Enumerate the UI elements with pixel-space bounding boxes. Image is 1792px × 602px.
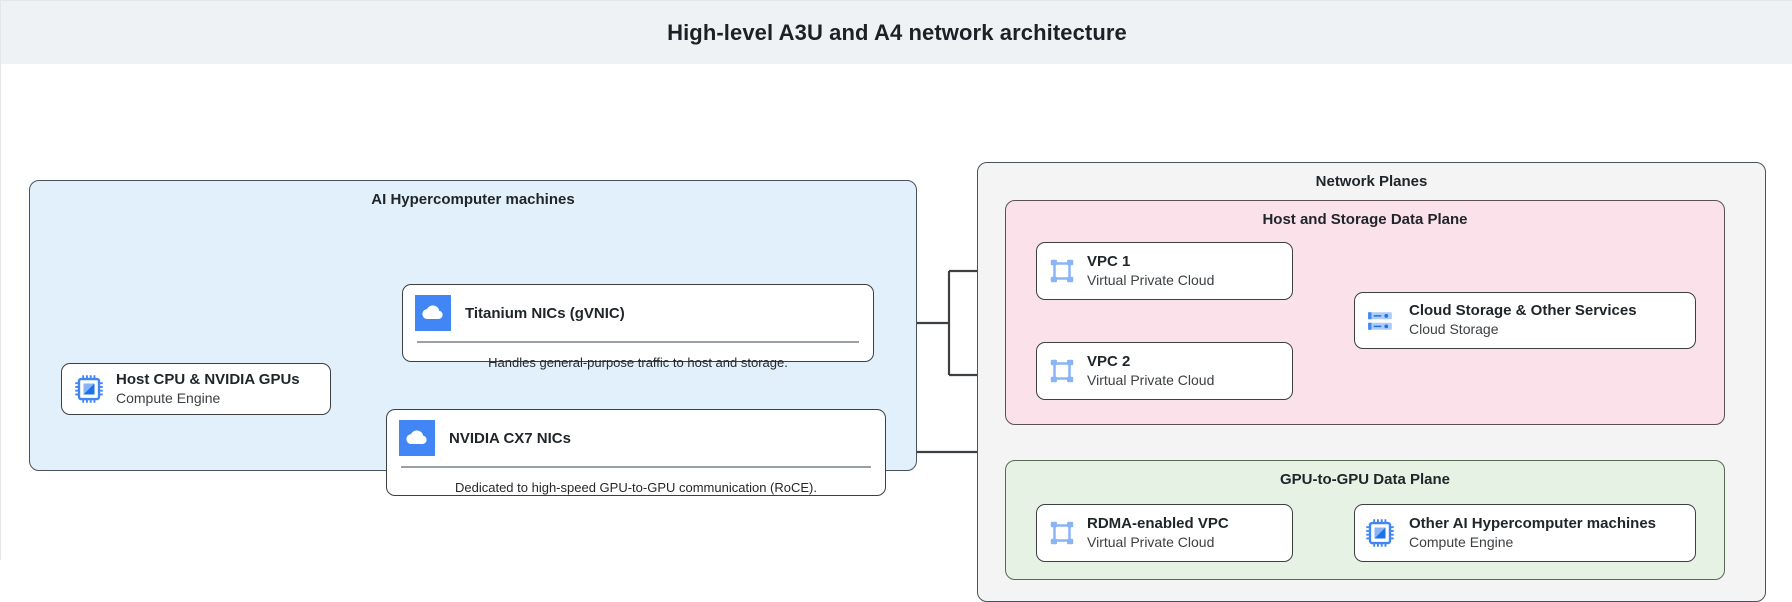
node-other-machines-title: Other AI Hypercomputer machines (1409, 514, 1657, 532)
group-title-machines: AI Hypercomputer machines (371, 191, 575, 208)
node-rdma-enabled-vpc[interactable]: RDMA-enabled VPC Virtual Private Cloud (1036, 504, 1293, 562)
group-title-host-storage-plane: Host and Storage Data Plane (1262, 211, 1468, 228)
chip-icon (74, 374, 104, 404)
node-host-title: Host CPU & NVIDIA GPUs (116, 370, 300, 388)
node-cx7-head: NVIDIA CX7 NICs (387, 410, 885, 464)
divider (401, 466, 871, 468)
node-rdma-title: RDMA-enabled VPC (1087, 514, 1229, 532)
cloud-icon (415, 295, 451, 331)
node-other-ai-hypercomputer-machines[interactable]: Other AI Hypercomputer machines Compute … (1354, 504, 1696, 562)
node-vpc-1-title: VPC 1 (1087, 252, 1131, 270)
storage-icon (1365, 306, 1395, 336)
node-cloud-storage-title: Cloud Storage & Other Services (1409, 302, 1637, 320)
vpc-icon (1047, 356, 1077, 386)
node-host-subtitle: Compute Engine (116, 389, 221, 406)
vpc-icon (1047, 256, 1077, 286)
node-host-cpu-gpus[interactable]: Host CPU & NVIDIA GPUs Compute Engine (61, 363, 331, 415)
node-titanium-nics[interactable]: Titanium NICs (gVNIC) Handles general-pu… (402, 284, 874, 370)
node-other-machines-subtitle: Compute Engine (1409, 533, 1514, 550)
page-title: High-level A3U and A4 network architectu… (667, 19, 1127, 45)
node-rdma-subtitle: Virtual Private Cloud (1087, 533, 1215, 550)
chip-icon (1365, 518, 1395, 548)
node-vpc-1-text: VPC 1 Virtual Private Cloud (1087, 253, 1214, 289)
cloud-icon (399, 420, 435, 456)
node-rdma-text: RDMA-enabled VPC Virtual Private Cloud (1087, 515, 1229, 551)
node-cloud-storage[interactable]: Cloud Storage & Other Services Cloud Sto… (1354, 292, 1696, 349)
vpc-icon (1047, 518, 1077, 548)
node-vpc-2-title: VPC 2 (1087, 352, 1131, 370)
node-titanium-caption: Handles general-purpose traffic to host … (488, 355, 788, 370)
node-vpc-2[interactable]: VPC 2 Virtual Private Cloud (1036, 342, 1293, 400)
group-title-network-planes: Network Planes (1315, 173, 1428, 190)
node-vpc-1[interactable]: VPC 1 Virtual Private Cloud (1036, 242, 1293, 300)
node-host-text: Host CPU & NVIDIA GPUs Compute Engine (116, 371, 300, 407)
group-title-gpu-plane: GPU-to-GPU Data Plane (1279, 471, 1451, 488)
node-cx7-title: NVIDIA CX7 NICs (449, 429, 571, 447)
diagram-body: AI Hypercomputer machines (1, 64, 1792, 602)
node-cloud-storage-text: Cloud Storage & Other Services Cloud Sto… (1409, 302, 1637, 338)
node-vpc-2-text: VPC 2 Virtual Private Cloud (1087, 353, 1214, 389)
node-other-machines-text: Other AI Hypercomputer machines Compute … (1409, 515, 1656, 551)
node-titanium-head: Titanium NICs (gVNIC) (403, 285, 873, 339)
diagram-header: High-level A3U and A4 network architectu… (1, 1, 1792, 65)
node-cloud-storage-subtitle: Cloud Storage (1409, 321, 1499, 338)
node-nvidia-cx7-nics[interactable]: NVIDIA CX7 NICs Dedicated to high-speed … (386, 409, 886, 496)
divider (417, 341, 859, 343)
node-vpc-1-subtitle: Virtual Private Cloud (1087, 271, 1215, 288)
node-vpc-2-subtitle: Virtual Private Cloud (1087, 371, 1215, 388)
node-cx7-caption: Dedicated to high-speed GPU-to-GPU commu… (455, 480, 817, 495)
node-titanium-title: Titanium NICs (gVNIC) (465, 304, 625, 322)
